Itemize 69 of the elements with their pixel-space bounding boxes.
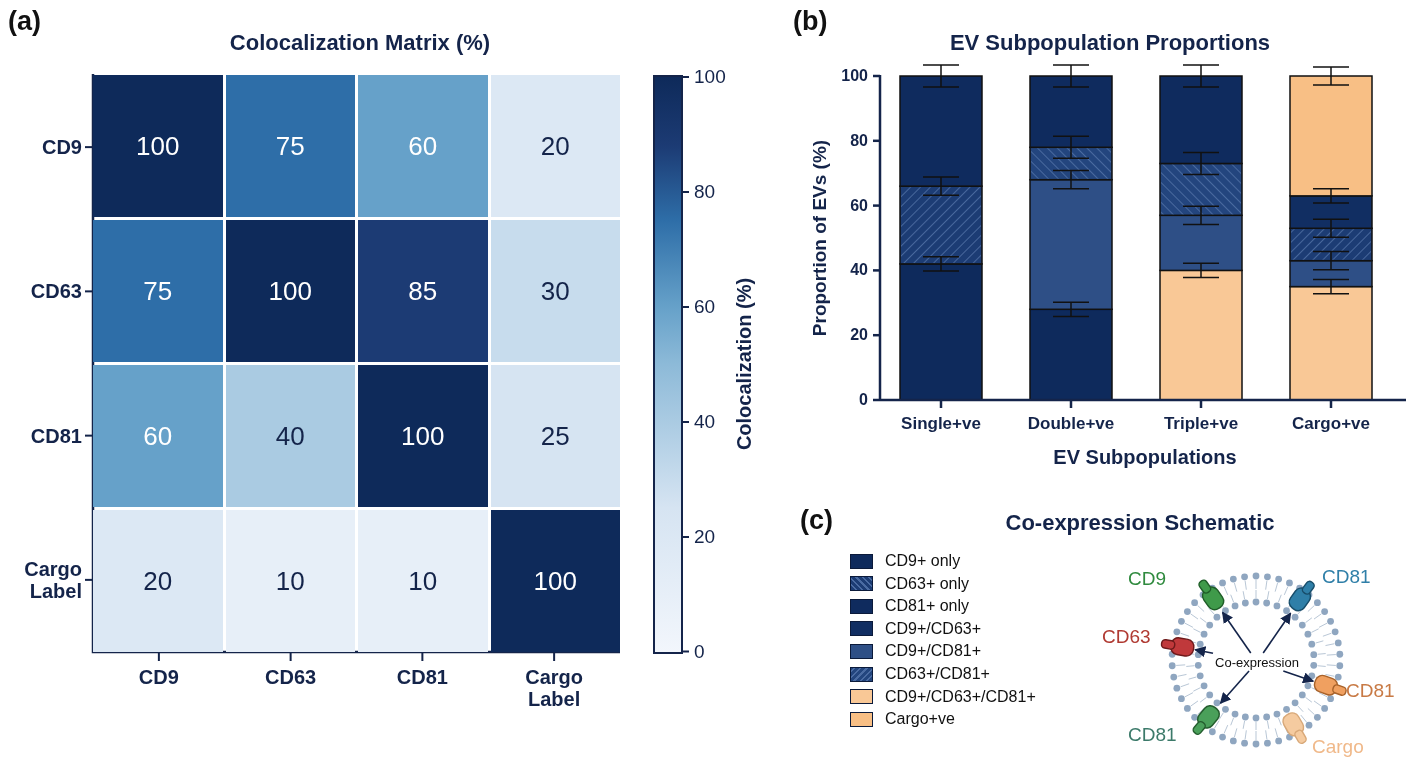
colorbar-tick-label: 20 [694, 526, 716, 548]
heatmap-cell: 20 [490, 75, 620, 217]
y-tick-label: 40 [849, 261, 868, 280]
heatmap-cell: 75 [225, 75, 355, 217]
legend-label: CD81+ only [885, 597, 970, 616]
heatmap-cell: 60 [358, 75, 488, 217]
row-label: CD81 [29, 423, 82, 449]
heatmap-cell: 100 [225, 220, 355, 362]
arrow [1219, 670, 1250, 705]
y-tick-label: 80 [849, 131, 868, 150]
heatmap-cell: 85 [358, 220, 488, 362]
colorbar-tick-label: 80 [694, 181, 716, 203]
y-tick-label: 20 [849, 326, 868, 345]
legend-label: CD63+ only [885, 574, 970, 593]
panel-letter: (b) [793, 6, 828, 37]
column-label: CD9 [137, 666, 180, 688]
heatmap-cell: 25 [490, 365, 620, 507]
heatmap-cell: 60 [93, 365, 223, 507]
column-label: Cargo Label [524, 666, 584, 710]
column-label: CD63 [264, 666, 318, 688]
x-tick-label: Cargo+ve [1292, 414, 1370, 434]
y-tick-label: 100 [840, 67, 868, 85]
legend-label: Cargo+ve [885, 710, 955, 729]
y-tick-label: 60 [849, 196, 868, 215]
arrow [1194, 646, 1214, 658]
colorbar-tick-label: 100 [694, 66, 726, 88]
heatmap-cell: 20 [93, 510, 223, 652]
heatmap-cell: 100 [490, 510, 620, 652]
protein-label: Cargo [1312, 736, 1364, 758]
legend-label: CD9+/CD63+ [885, 619, 982, 638]
colorbar-tick-label: 60 [694, 296, 716, 318]
arrow [1282, 670, 1315, 684]
protein-label: CD81 [1346, 680, 1395, 702]
row-label: Cargo Label [23, 556, 82, 604]
y-axis-title: Proportion of EVs (%) [809, 139, 831, 337]
panel-title: Co-expression Schematic [1004, 510, 1276, 536]
legend-label: CD9+ only [885, 552, 961, 570]
arrow [1262, 612, 1292, 654]
node-label: Co-expression [1215, 654, 1299, 670]
heatmap-cell: 10 [358, 510, 488, 652]
row-label: CD63 [29, 279, 82, 305]
panel-letter: (a) [8, 6, 41, 37]
y-tick-label: 0 [858, 391, 868, 409]
colorbar-tick-label: 40 [694, 411, 716, 433]
x-tick-label: Double+ve [1027, 414, 1115, 434]
heatmap-cell: 40 [225, 365, 355, 507]
x-axis-title: EV Subpopulations [1053, 446, 1237, 469]
colorbar-tick-label: 0 [694, 641, 705, 663]
row-label: CD9 [41, 135, 82, 161]
panel-letter: (c) [800, 505, 833, 536]
protein-label: CD81 [1322, 566, 1371, 588]
protein-label: CD63 [1102, 626, 1151, 648]
legend-label: CD63+/CD81+ [885, 665, 990, 683]
heatmap-cell: 75 [93, 220, 223, 362]
colorbar-title: Colocalization (%) [732, 277, 756, 451]
heatmap-cell: 100 [358, 365, 488, 507]
heatmap-cell: 100 [93, 75, 223, 217]
heatmap-cell: 10 [225, 510, 355, 652]
panel-title: Colocalization Matrix (%) [228, 30, 492, 56]
column-label: CD81 [395, 666, 449, 688]
x-tick-label: Single+ve [901, 414, 981, 434]
arrow [1221, 611, 1252, 654]
legend-label: CD9+/CD63+/CD81+ [885, 687, 1036, 706]
x-tick-label: Triple+ve [1163, 414, 1239, 434]
protein-label: CD81 [1128, 724, 1177, 746]
chart-title: EV Subpopulation Proportions [948, 30, 1272, 56]
protein-label: CD9 [1128, 568, 1166, 590]
heatmap-cell: 30 [490, 220, 620, 362]
legend-label: CD9+/CD81+ [885, 642, 982, 661]
